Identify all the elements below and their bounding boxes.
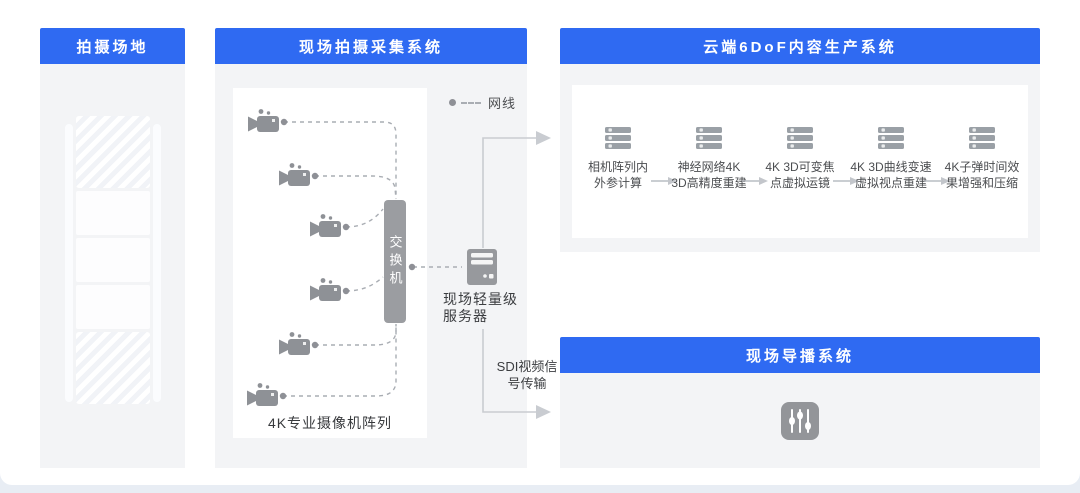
server-label-line2: 服务器	[443, 308, 488, 324]
step-label-line2: 果增强和压缩	[945, 176, 1018, 190]
venue-header: 拍摄场地	[40, 28, 185, 64]
step-label-line1: 神经网络4K	[677, 160, 741, 174]
rack-server-icon	[878, 127, 904, 149]
flow-arrow-icon	[832, 174, 859, 238]
panel-director: 现场导播系统	[560, 337, 1040, 468]
network-switch: 交换机	[384, 200, 406, 323]
stage-row	[76, 191, 150, 235]
step-label: 4K子弹时间效 果增强和压缩	[945, 159, 1020, 191]
switch-label: 交换机	[387, 234, 403, 289]
sdi-label-line2: 号传输	[507, 376, 547, 391]
pipeline-step: 相机阵列内 外参计算	[586, 127, 650, 238]
step-label: 相机阵列内 外参计算	[588, 159, 648, 191]
network-cable-dot-icon	[449, 99, 456, 106]
cloud-body: 相机阵列内 外参计算 神经网络4K 3D高精度重建	[560, 64, 1040, 252]
legend-network-cable: 网线	[449, 93, 516, 112]
pipeline-step: 4K 3D曲线变速 虚拟视点重建	[850, 127, 932, 238]
step-label-line2: 点虚拟运镜	[770, 176, 831, 190]
venue-body	[40, 64, 185, 468]
stage-column	[76, 116, 150, 410]
pipeline-step: 4K子弹时间效 果增强和压缩	[945, 127, 1019, 238]
capture-body: 网线 交换机	[215, 64, 527, 468]
camera-icon	[278, 161, 314, 191]
stage-hatch-bottom	[76, 332, 150, 404]
panel-venue: 拍摄场地	[40, 28, 185, 468]
step-label-line2: 虚拟视点重建	[855, 176, 928, 190]
panel-capture: 现场拍摄采集系统 网线 交换机	[215, 28, 527, 468]
server-label: 现场轻量级 服务器	[443, 291, 518, 325]
camera-icon	[278, 330, 314, 360]
flow-arrow-icon	[741, 174, 768, 238]
legend-label: 网线	[488, 96, 517, 111]
stage-row	[76, 238, 150, 282]
camera-icon	[247, 107, 283, 137]
camera-icon	[309, 276, 345, 306]
stage-row	[76, 285, 150, 329]
step-label: 4K 3D可变焦 点虚拟运镜	[765, 159, 834, 191]
rack-server-icon	[605, 127, 631, 149]
pipeline-box: 相机阵列内 外参计算 神经网络4K 3D高精度重建	[572, 85, 1028, 238]
rack-server-icon	[969, 127, 995, 149]
pipeline-step: 4K 3D可变焦 点虚拟运镜	[765, 127, 835, 238]
step-label-line1: 4K 3D曲线变速	[850, 160, 932, 174]
director-header: 现场导播系统	[560, 337, 1040, 373]
stage-rail-right	[153, 124, 161, 402]
rack-server-icon	[696, 127, 722, 149]
tower-server-icon	[466, 248, 498, 286]
fader-mixer-icon	[781, 401, 819, 440]
director-body	[560, 373, 1040, 468]
stage-graphic	[63, 116, 163, 410]
flow-arrow-icon	[650, 174, 677, 238]
step-label: 4K 3D曲线变速 虚拟视点重建	[850, 159, 931, 191]
step-label: 神经网络4K 3D高精度重建	[671, 159, 746, 191]
panel-cloud: 云端6DoF内容生产系统 相机阵列内 外参计算 神经网络4K	[560, 28, 1040, 252]
step-label-line1: 4K 3D可变焦	[765, 160, 835, 174]
flow-arrow-icon	[923, 174, 950, 238]
stage-rail-left	[65, 124, 73, 402]
stage-hatch-top	[76, 116, 150, 188]
camera-icon	[309, 212, 345, 242]
dashed-line-sample	[461, 101, 481, 104]
rack-server-icon	[787, 127, 813, 149]
sdi-label-line1: SDI视频信	[496, 359, 558, 374]
step-label-line1: 相机阵列内	[587, 160, 648, 174]
sdi-transmission-label: SDI视频信 号传输	[487, 358, 567, 392]
step-label-line2: 外参计算	[593, 176, 642, 190]
pipeline-step: 神经网络4K 3D高精度重建	[671, 127, 747, 238]
cloud-header: 云端6DoF内容生产系统	[560, 28, 1040, 64]
capture-header: 现场拍摄采集系统	[215, 28, 527, 64]
server-label-line1: 现场轻量级	[443, 291, 518, 307]
step-label-line1: 4K子弹时间效	[944, 160, 1020, 174]
camera-array-caption: 4K专业摄像机阵列	[267, 415, 393, 431]
camera-icon	[246, 381, 282, 411]
step-label-line2: 3D高精度重建	[671, 176, 747, 190]
